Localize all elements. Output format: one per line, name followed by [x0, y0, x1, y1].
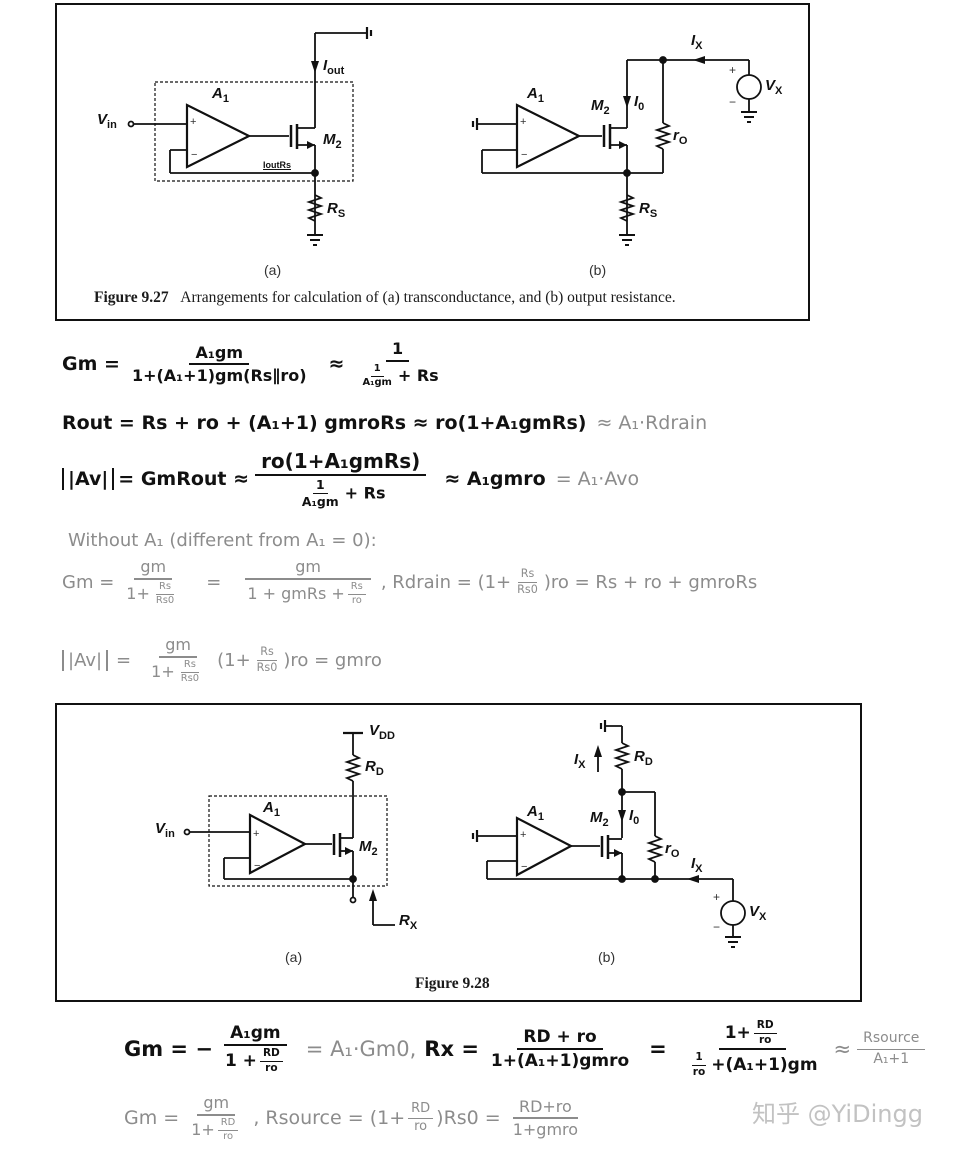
rx-approx-928: ≈	[833, 1037, 852, 1062]
circuit-schematic-9-28: + − + −	[183, 720, 746, 948]
svg-text:−: −	[521, 861, 527, 873]
figure-caption-9-28: Figure 9.28	[415, 975, 490, 992]
rout-note: ≈ A₁·Rdrain	[596, 412, 708, 434]
label-iout: Iout	[323, 57, 345, 77]
opamp-plus-a: +	[190, 116, 196, 128]
label-vdd: VDD	[369, 722, 395, 742]
handwritten-annotation-ioutrs: IoutRs	[263, 160, 291, 170]
label-a1: A1	[212, 85, 229, 105]
watermark: 知乎 @YiDingg	[752, 1100, 923, 1128]
sublabel-b-928: (b)	[598, 949, 616, 965]
sublabel-a-928: (a)	[285, 949, 303, 965]
av-note: = A₁·Avo	[555, 468, 640, 491]
label-ix-up: IX	[574, 751, 586, 771]
svg-text:+: +	[253, 828, 259, 840]
label-ro: rO	[673, 127, 688, 147]
sublabel-b: (b)	[589, 262, 607, 278]
label-m2-928: M2	[359, 838, 378, 858]
svg-text:−: −	[254, 860, 260, 872]
label-vx-928: VX	[749, 903, 767, 923]
figure-caption-9-27: Figure 9.27 Arrangements for calculation…	[94, 289, 676, 306]
label-i0: I0	[634, 93, 645, 113]
label-a1-928: A1	[263, 799, 280, 819]
sublabel-a: (a)	[264, 262, 282, 278]
svg-text:+: +	[520, 829, 526, 841]
circuit-schematic-9-27: + − + −	[127, 27, 762, 246]
vx-plus-928: +	[713, 890, 721, 904]
label-rx: RX	[399, 912, 418, 932]
label-vx: VX	[765, 77, 783, 97]
note-without-a1-heading: Without A₁ (different from A₁ = 0):	[68, 530, 377, 551]
figure-9-27: + − + − Vin A1 Iout M2 RS IoutRs (a) A1 …	[55, 3, 810, 321]
label-a1-b-928: A1	[527, 803, 544, 823]
figure-9-28: + − + − VDD RD Vin A1 M2 RX (a) RD IX A1…	[55, 703, 862, 1002]
label-i0-928: I0	[629, 807, 640, 827]
equation-rout: Rout = Rs + ro + (A₁+1) gmroRs ≈ ro(1+A₁…	[62, 412, 708, 434]
opamp-minus-a: −	[191, 149, 197, 161]
label-ro-928: rO	[665, 840, 680, 860]
label-rd: RD	[365, 758, 384, 778]
label-rs: RS	[327, 200, 346, 220]
label-ix: IX	[691, 32, 703, 52]
vx-plus: +	[729, 63, 737, 77]
label-m2-b: M2	[591, 97, 610, 117]
label-m2: M2	[323, 131, 342, 151]
label-rd-b: RD	[634, 748, 653, 768]
gm-note-928: = A₁·Gm0,	[305, 1037, 417, 1062]
label-vin: Vin	[97, 111, 117, 131]
opamp-plus-b: +	[520, 116, 526, 128]
vx-minus: −	[729, 95, 737, 109]
label-rs-b: RS	[639, 200, 658, 220]
label-ix-928: IX	[691, 855, 703, 875]
vx-minus-928: −	[713, 920, 721, 934]
opamp-minus-b: −	[521, 149, 527, 161]
label-vin-928: Vin	[155, 820, 175, 840]
label-m2-b-928: M2	[590, 809, 609, 829]
label-a1-b: A1	[527, 85, 544, 105]
